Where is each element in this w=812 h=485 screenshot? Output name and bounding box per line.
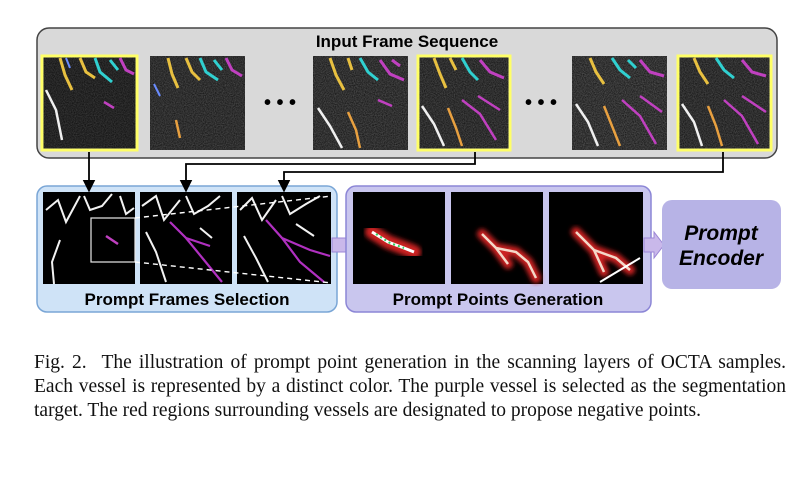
generation-frame-3 xyxy=(549,192,643,284)
selection-frame-1 xyxy=(43,192,136,285)
figure-label: Fig. 2. xyxy=(34,352,87,373)
arrow-to-encoder xyxy=(643,230,665,260)
input-panel-title: Input Frame Sequence xyxy=(316,32,498,51)
selection-panel-title: Prompt Frames Selection xyxy=(84,290,289,309)
prompt-encoder-label-line1: Prompt xyxy=(684,222,759,245)
prompt-encoder-label-line2: Encoder xyxy=(679,247,765,270)
input-frame-2 xyxy=(150,56,245,150)
generation-frame-2 xyxy=(451,192,543,284)
connector-frame4-to-selection2 xyxy=(179,152,476,193)
input-frame-1 xyxy=(40,54,139,152)
figure-caption: Fig. 2. The illustration of prompt point… xyxy=(34,351,786,423)
input-frame-6 xyxy=(676,54,773,152)
input-ellipsis-2: • • • xyxy=(525,92,557,114)
input-frame-3 xyxy=(313,56,408,150)
generation-frame-1 xyxy=(353,192,445,284)
zoom-guide-bottom xyxy=(134,261,333,284)
selection-frame-2 xyxy=(140,192,232,284)
selection-frame-3 xyxy=(237,192,331,284)
input-ellipsis-1: • • • xyxy=(264,92,296,114)
pipeline-diagram: • • • • • • xyxy=(36,27,781,313)
connector-frame6-to-selection3 xyxy=(277,152,724,193)
input-frame-4 xyxy=(416,54,512,152)
input-frame-5 xyxy=(572,56,667,150)
prompt-encoder-box xyxy=(662,200,781,289)
generation-panel-title: Prompt Points Generation xyxy=(393,290,604,309)
zoom-guide-top xyxy=(134,195,333,219)
figure-caption-text: The illustration of prompt point generat… xyxy=(34,352,787,421)
